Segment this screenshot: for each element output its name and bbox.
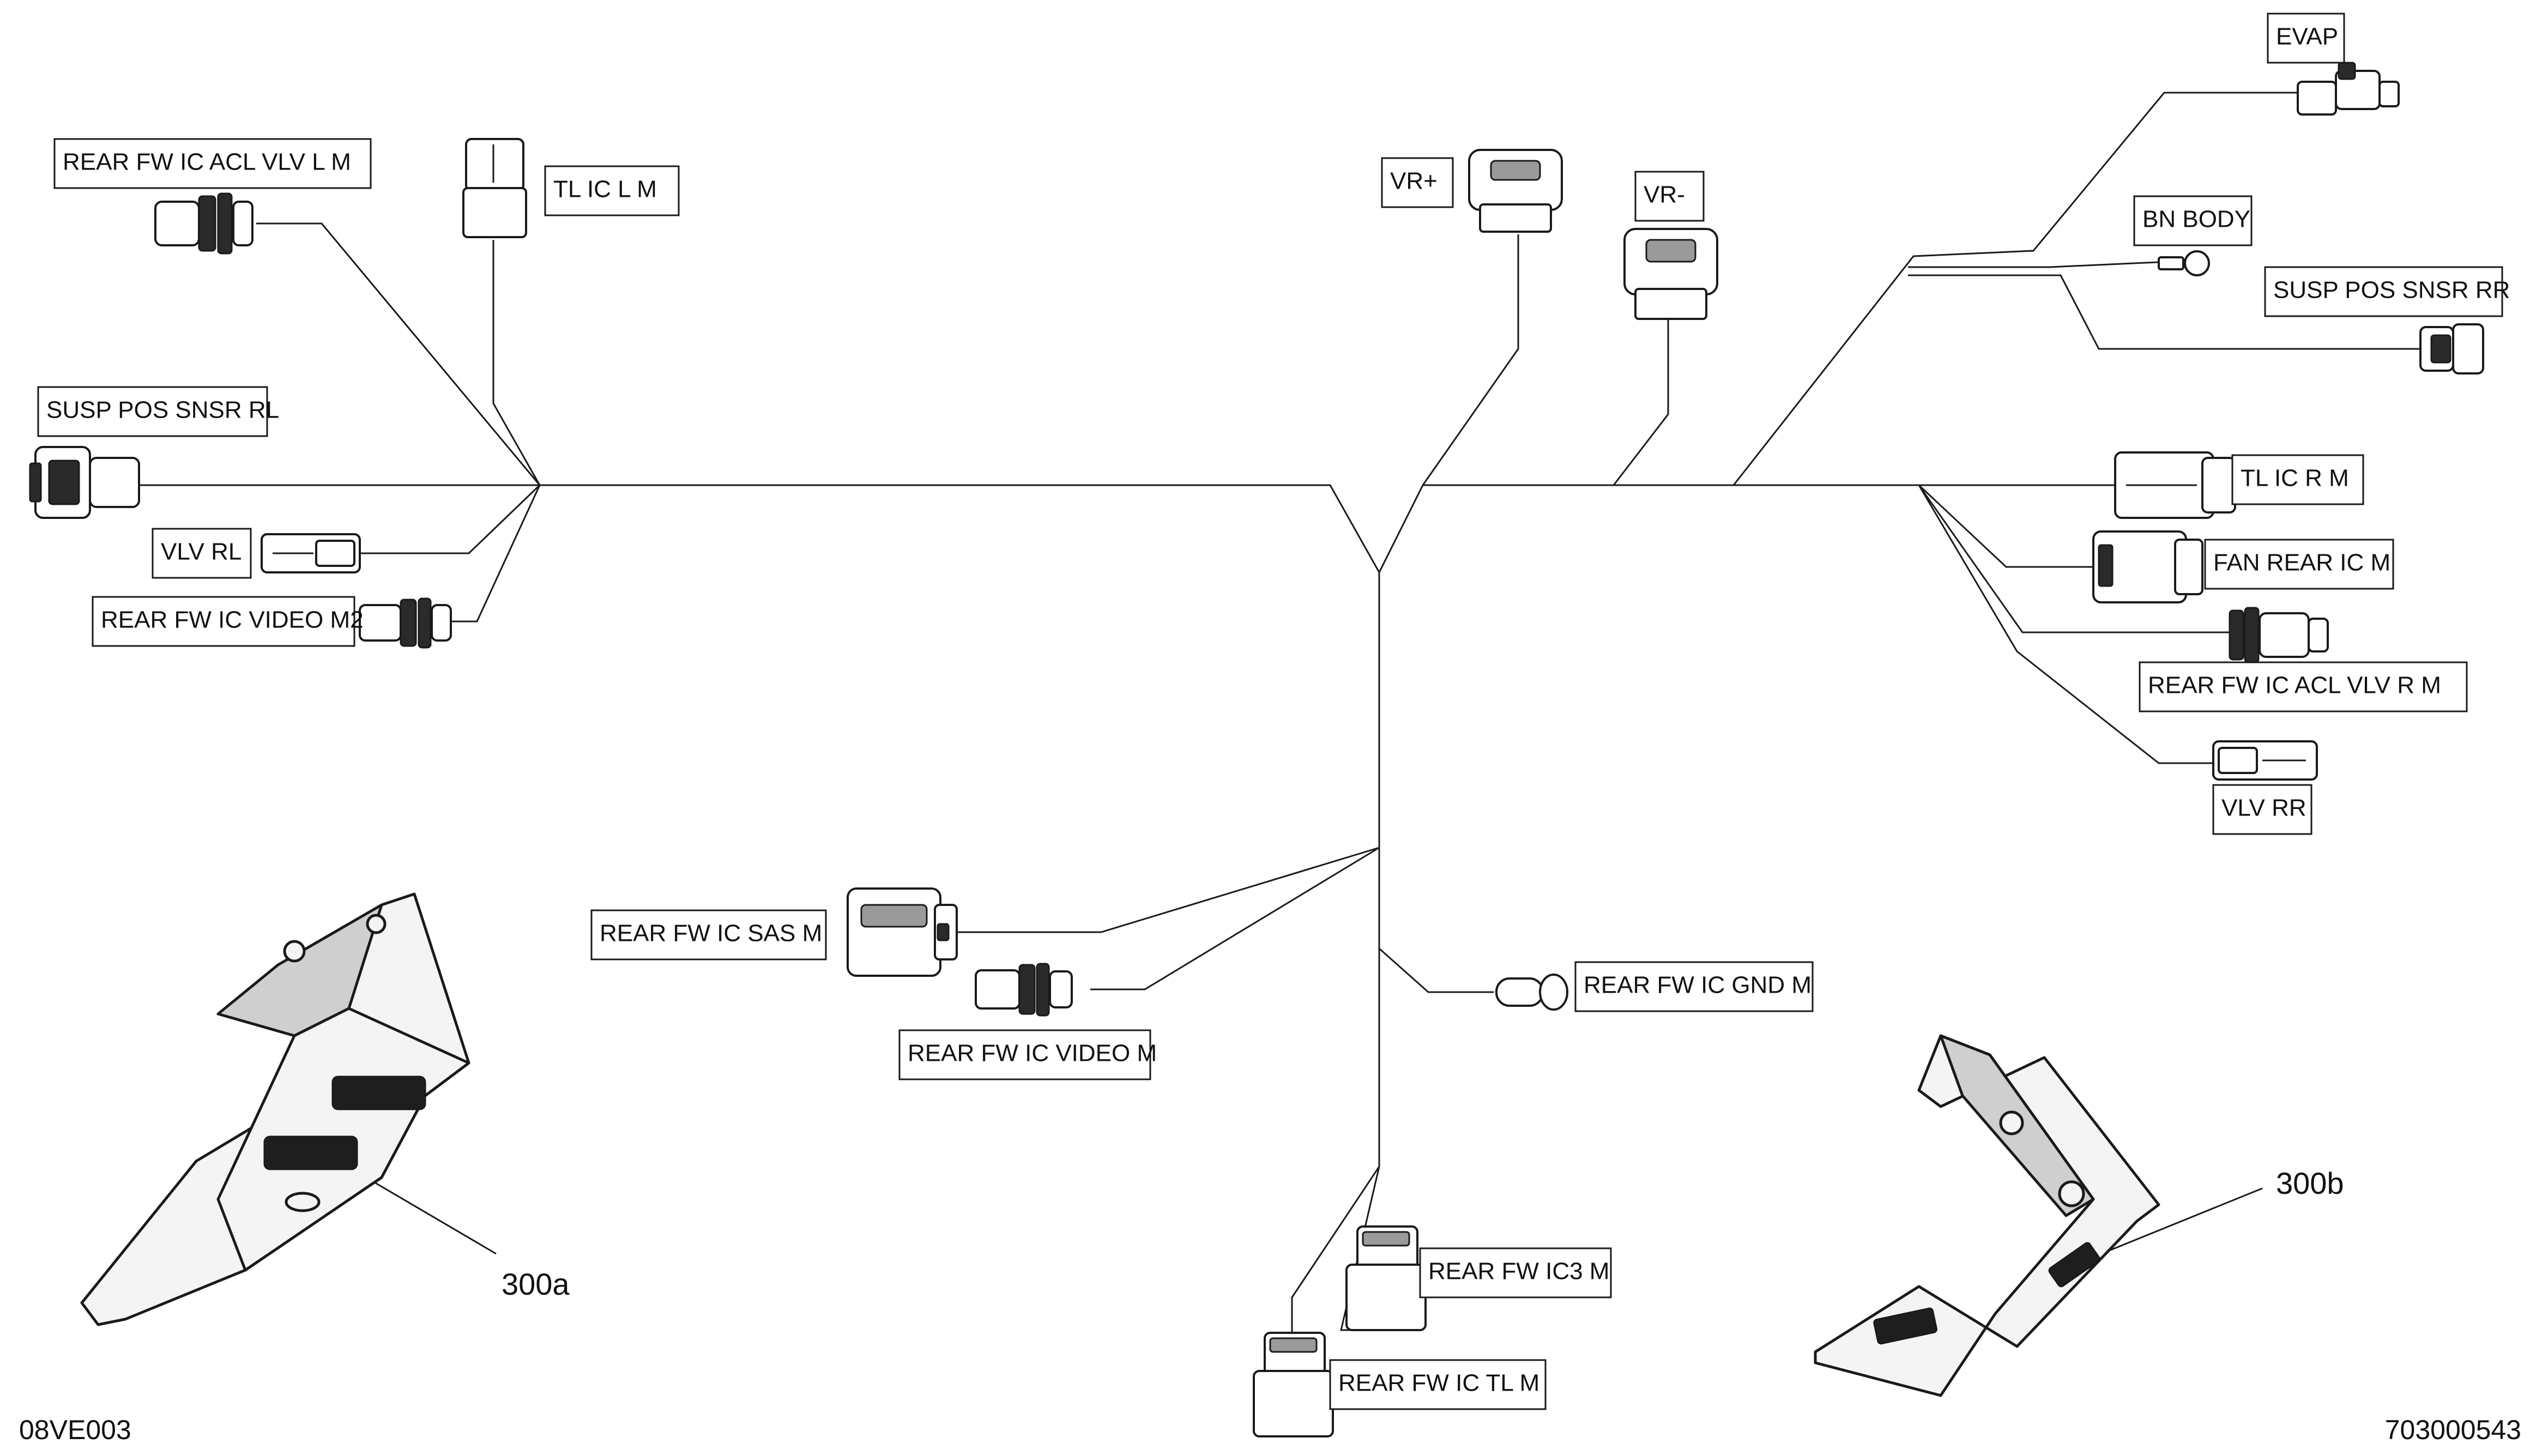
wire-video-m: [1090, 847, 1380, 990]
svg-text:VLV RR: VLV RR: [2221, 795, 2306, 821]
svg-text:BN BODY: BN BODY: [2142, 206, 2250, 233]
connector-susp-pos-rl-icon: [29, 446, 140, 519]
connector-sas-icon: [847, 887, 958, 977]
wire-vr-minus: [1613, 305, 1669, 486]
svg-text:SUSP POS SNSR RR: SUSP POS SNSR RR: [2273, 277, 2510, 304]
svg-text:REAR FW IC VIDEO M: REAR FW IC VIDEO M: [908, 1040, 1157, 1067]
svg-text:VLV RL: VLV RL: [161, 539, 241, 565]
svg-text:TL IC L M: TL IC L M: [553, 176, 657, 203]
label-tl-ic-r[interactable]: TL IC R M: [2231, 454, 2364, 505]
wire-vlv-rl: [360, 484, 541, 554]
connector-bn-body-icon: [2158, 250, 2210, 276]
svg-text:SUSP POS SNSR RL: SUSP POS SNSR RL: [46, 397, 279, 424]
svg-text:REAR FW IC GND M: REAR FW IC GND M: [1584, 972, 1812, 999]
connector-video-m-icon: [975, 963, 1073, 1017]
label-acl-vlv-l[interactable]: REAR FW IC ACL VLV L M: [53, 138, 372, 189]
bracket-300b-drawing: [1814, 1034, 2160, 1397]
label-ic3[interactable]: REAR FW IC3 M: [1419, 1247, 1612, 1298]
connector-vr-plus-icon: [1468, 149, 1563, 233]
svg-text:REAR FW IC ACL VLV L M: REAR FW IC ACL VLV L M: [63, 149, 351, 176]
wire-vr-plus: [1422, 234, 1519, 486]
wire-fan-rear: [1918, 484, 2099, 568]
harness-wires: [136, 92, 2420, 1341]
svg-text:VR-: VR-: [1644, 182, 1685, 208]
label-susp-pos-rr[interactable]: SUSP POS SNSR RR: [2264, 266, 2510, 317]
connector-labels: REAR FW IC ACL VLV L M TL IC L M SUSP PO…: [37, 13, 2510, 1410]
footer-left-code: 08VE003: [19, 1415, 131, 1445]
label-acl-vlv-r[interactable]: REAR FW IC ACL VLV R M: [2139, 661, 2468, 712]
wire-acl-vlv-l: [256, 222, 541, 486]
wire-video-m2: [447, 485, 541, 623]
connector-vlv-rl-icon: [261, 533, 361, 573]
main-trunk-left: [540, 484, 1919, 575]
label-bn-body[interactable]: BN BODY: [2133, 195, 2253, 246]
svg-text:REAR FW IC VIDEO M2: REAR FW IC VIDEO M2: [101, 607, 364, 633]
wire-susp-pos-rr: [1908, 274, 2420, 350]
connector-acl-vlv-l-icon: [154, 192, 253, 255]
connector-acl-vlv-r-icon: [2229, 607, 2329, 663]
connector-evap-icon: [2297, 62, 2400, 116]
wire-bn-body: [1908, 261, 2170, 268]
label-evap[interactable]: EVAP: [2267, 13, 2345, 64]
connector-susp-pos-rr-icon: [2419, 323, 2484, 374]
label-vr-minus[interactable]: VR-: [1634, 171, 1705, 222]
connector-video-m2-icon: [359, 597, 452, 649]
wire-ic-tl: [1291, 1166, 1380, 1341]
connector-ic-tl-icon: [1253, 1332, 1334, 1437]
wire-tl-ic-l: [492, 240, 541, 486]
svg-text:VR+: VR+: [1390, 168, 1438, 195]
wire-acl-vlv-r: [1918, 485, 2230, 633]
label-vlv-rl[interactable]: VLV RL: [152, 528, 252, 579]
connector-drawings: [29, 62, 2484, 1437]
label-fan-rear[interactable]: FAN REAR IC M: [2204, 539, 2394, 590]
connector-gnd-icon: [1495, 974, 1568, 1011]
connector-fan-rear-icon: [2092, 530, 2203, 603]
wire-evap: [1732, 92, 2300, 486]
label-sas[interactable]: REAR FW IC SAS M: [590, 909, 827, 960]
svg-text:REAR FW IC ACL VLV R M: REAR FW IC ACL VLV R M: [2148, 672, 2441, 699]
leader-300a: [370, 1179, 497, 1255]
label-gnd[interactable]: REAR FW IC GND M: [1574, 961, 1814, 1012]
label-video-m2[interactable]: REAR FW IC VIDEO M2: [92, 596, 364, 647]
connector-vlv-rr-icon: [2212, 740, 2318, 781]
connector-tl-ic-l-icon: [462, 138, 527, 238]
svg-text:REAR FW IC3 M: REAR FW IC3 M: [1428, 1258, 1609, 1285]
ref-300b[interactable]: 300b: [2276, 1166, 2344, 1200]
connector-ic3-icon: [1345, 1225, 1427, 1331]
label-vlv-rr[interactable]: VLV RR: [2212, 784, 2312, 835]
leader-300b: [2087, 1187, 2263, 1260]
svg-text:REAR FW IC SAS M: REAR FW IC SAS M: [600, 920, 822, 947]
label-susp-pos-rl[interactable]: SUSP POS SNSR RL: [37, 386, 279, 437]
connector-tl-ic-r-icon: [2114, 451, 2236, 519]
bracket-300a-drawing: [80, 892, 470, 1326]
label-tl-ic-l[interactable]: TL IC L M: [544, 165, 680, 216]
label-video-m[interactable]: REAR FW IC VIDEO M: [898, 1029, 1157, 1080]
wire-gnd: [1379, 947, 1494, 993]
wire-sas: [949, 847, 1380, 933]
label-ic-tl[interactable]: REAR FW IC TL M: [1329, 1359, 1547, 1410]
label-vr-plus[interactable]: VR+: [1381, 157, 1454, 208]
svg-text:EVAP: EVAP: [2276, 23, 2338, 50]
connector-vr-minus-icon: [1623, 228, 1718, 320]
svg-text:REAR FW IC TL M: REAR FW IC TL M: [1338, 1370, 1539, 1397]
ref-300a[interactable]: 300a: [502, 1267, 570, 1301]
footer-right-code: 703000543: [2385, 1415, 2521, 1445]
wire-vlv-rr: [1918, 485, 2213, 764]
svg-text:FAN REAR IC M: FAN REAR IC M: [2213, 549, 2390, 576]
svg-text:TL IC R M: TL IC R M: [2241, 465, 2349, 492]
